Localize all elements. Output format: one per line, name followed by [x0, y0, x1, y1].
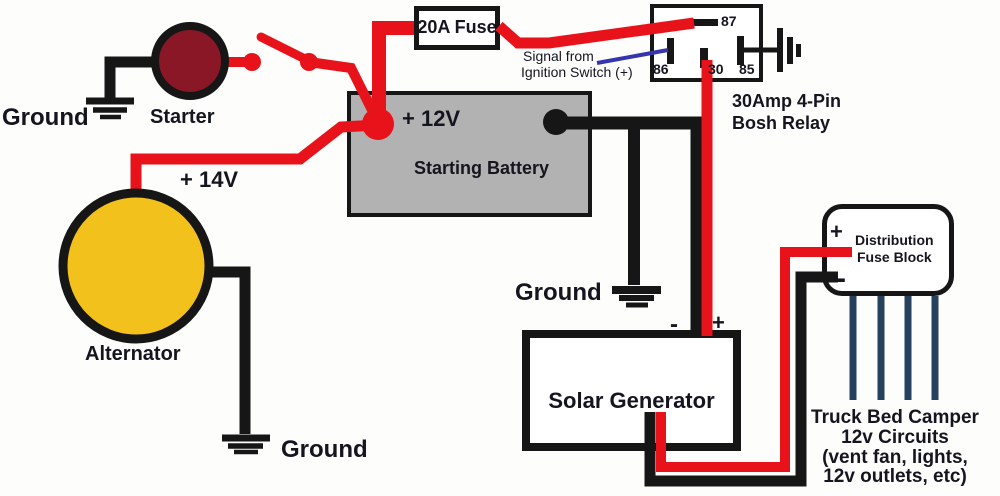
camper-note-line3: (vent fan, lights,: [822, 446, 968, 468]
signal-note-line2: Ignition Switch (+): [521, 64, 633, 80]
red-wires: [130, 17, 852, 472]
fuseblock-minus-label: -: [836, 262, 846, 295]
solar-plus-label: +: [712, 310, 725, 335]
signal-note-line1: Signal from: [523, 48, 594, 64]
relay-name-line1: 30Amp 4-Pin: [732, 91, 842, 111]
relay-name-line2: Bosh Relay: [732, 113, 831, 133]
fuseblock-plus-label: +: [830, 219, 843, 244]
ground-label-battery: Ground: [515, 279, 602, 306]
starter-ground-wire: [104, 56, 152, 98]
starter-circle: [151, 22, 229, 100]
alternator-label: Alternator: [85, 343, 181, 365]
relay-pin-87-label: 87: [721, 13, 737, 29]
camper-note-line1: Truck Bed Camper: [811, 407, 979, 428]
starter-label: Starter: [150, 106, 215, 128]
camper-circuit-wires: [849, 296, 939, 400]
battery-voltage-label: + 12V: [402, 106, 461, 131]
starting-battery-box: [347, 91, 592, 217]
alternator-voltage-label: + 14V: [180, 167, 239, 192]
switch-contact-left-dot: [243, 53, 261, 71]
ground-label-alternator: Ground: [281, 436, 368, 463]
relay-pin-85-label: 85: [739, 61, 755, 77]
alternator-circle: [58, 188, 214, 344]
fuse-label: 20A Fuse: [417, 17, 497, 37]
fuseblock-name-line2: Fuse Block: [857, 249, 932, 265]
camper-circuits-note: Truck Bed Camper 12v Circuits (vent fan,…: [805, 408, 985, 487]
fuseblock-name-line1: Distribution: [855, 232, 934, 248]
relay-pin-30-label: 30: [708, 61, 724, 77]
ground-label-starter: Ground: [2, 104, 89, 131]
relay-pin-86-label: 86: [653, 61, 669, 77]
ground-symbol-alternator: [222, 434, 270, 455]
camper-note-line4: 12v outlets, etc): [823, 466, 967, 488]
battery-name-label: Starting Battery: [414, 158, 550, 178]
alternator-ground-wire: [206, 266, 251, 434]
solar-generator-label: Solar Generator: [548, 388, 715, 413]
switch-lever: [256, 32, 314, 66]
camper-note-line2: 12v Circuits: [841, 426, 949, 448]
fuse-box: [414, 6, 500, 50]
solar-minus-label: -: [670, 311, 678, 338]
alternator-positive-wire: [130, 119, 379, 192]
ground-symbol-starter: [86, 97, 134, 120]
ground-symbol-battery: [612, 286, 661, 308]
switch-contact-right-dot: [300, 53, 318, 71]
